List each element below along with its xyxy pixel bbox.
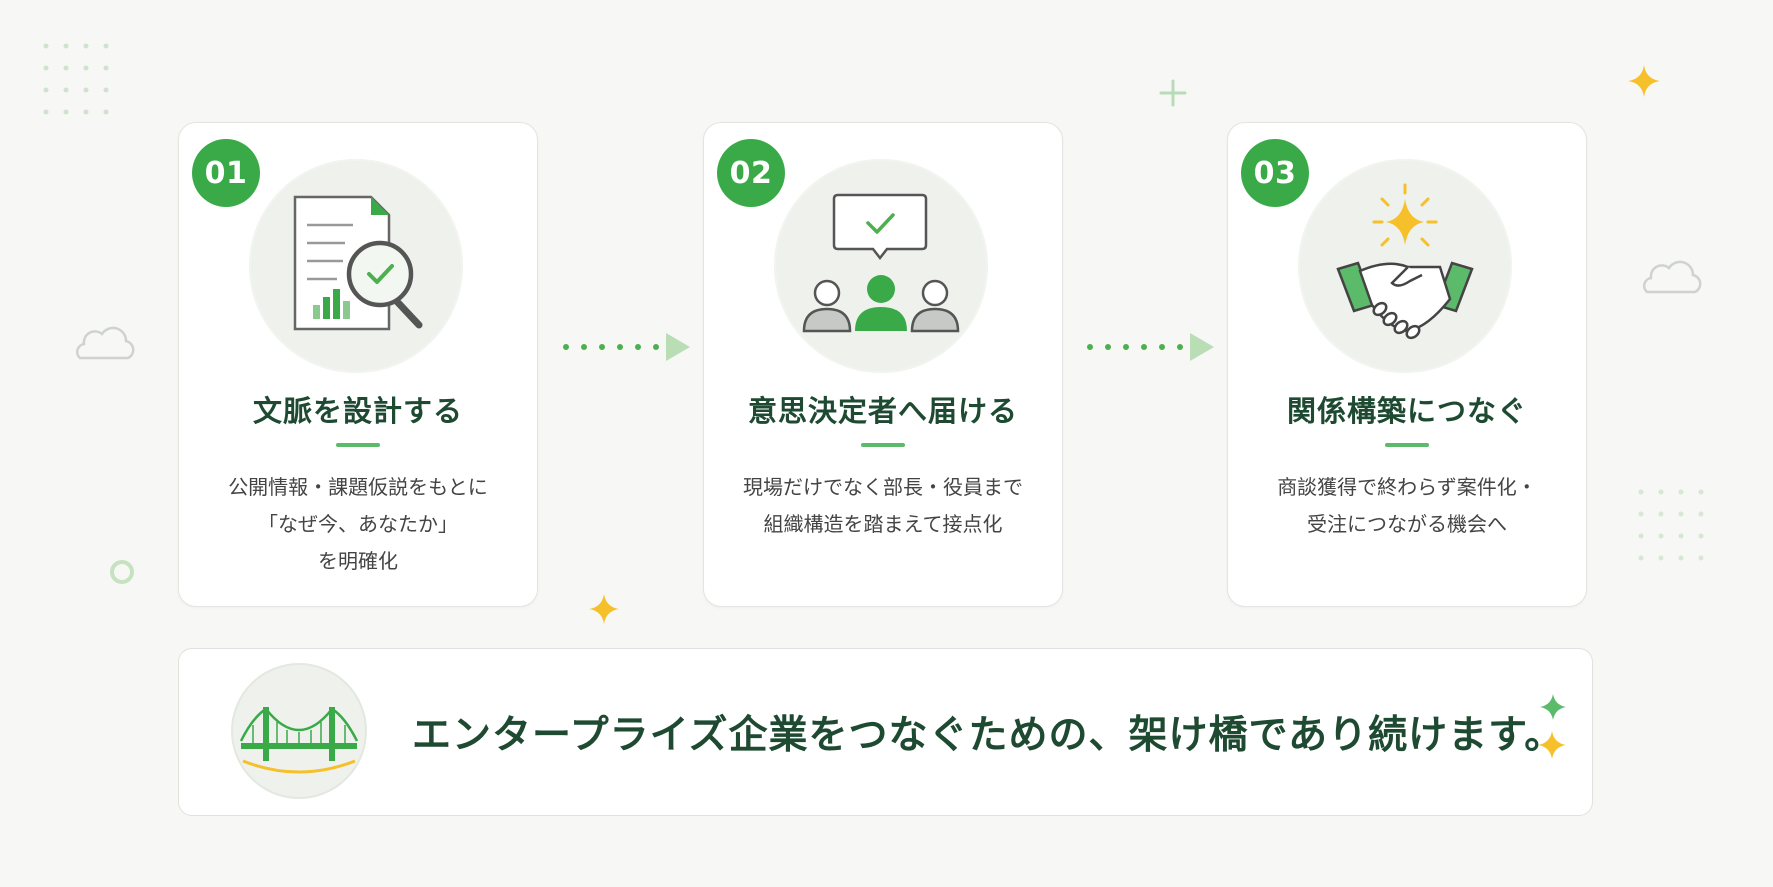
description-line: 現場だけでなく部長・役員まで <box>743 475 1023 499</box>
plus-icon <box>1159 79 1187 107</box>
step-description: 商談獲得で終わらず案件化・ 受注につながる機会へ <box>1228 469 1586 543</box>
dot-grid-top-left <box>43 43 109 115</box>
title-divider <box>336 443 380 447</box>
title-divider <box>861 443 905 447</box>
step-number-badge: 01 <box>192 139 260 207</box>
document-magnifier-icon <box>249 159 463 373</box>
sparkle-icon <box>1538 731 1566 759</box>
title-divider <box>1385 443 1429 447</box>
sparkle-icon <box>1628 65 1660 97</box>
sparkle-icon <box>589 594 619 624</box>
dot-grid-bottom-right <box>1638 489 1704 561</box>
banner-message: エンタープライズ企業をつなぐための、架け橋であり続けます。 <box>412 713 1565 758</box>
description-line: 組織構造を踏まえて接点化 <box>763 512 1003 536</box>
decision-makers-icon <box>774 159 988 373</box>
description-line: 公開情報・課題仮説をもとに <box>228 475 488 499</box>
flow-arrow <box>1087 333 1214 361</box>
cloud-icon <box>75 326 135 360</box>
description-line: 受注につながる機会へ <box>1307 512 1507 536</box>
step-title: 文脈を設計する <box>252 394 463 428</box>
step-card-3: 03 関係構築につなぐ <box>1227 122 1587 607</box>
flow-arrow <box>563 333 690 361</box>
mission-banner: エンタープライズ企業をつなぐための、架け橋であり続けます。 <box>178 648 1593 816</box>
step-card-2: 02 意思決定者へ届ける 現場だけでなく部長・役員まで 組織構造を踏まえて接点化 <box>703 122 1063 607</box>
step-title: 意思決定者へ届ける <box>747 394 1018 428</box>
sparkle-icon <box>1540 694 1566 720</box>
step-description: 公開情報・課題仮説をもとに 「なぜ今、あなたか」 を明確化 <box>179 469 537 580</box>
bridge-icon <box>231 663 367 799</box>
description-line: 商談獲得で終わらず案件化・ <box>1277 475 1537 499</box>
handshake-icon <box>1298 159 1512 373</box>
step-number-badge: 02 <box>717 139 785 207</box>
step-number-badge: 03 <box>1241 139 1309 207</box>
step-title: 関係構築につなぐ <box>1286 394 1527 428</box>
step-card-1: 01 文脈を設計する 公開情報・課題仮説をもとに 「なぜ今、あなたか」 を明確化 <box>178 122 538 607</box>
ring-icon <box>110 560 134 584</box>
description-line: 「なぜ今、あなたか」 <box>258 512 458 536</box>
description-line: を明確化 <box>318 549 398 573</box>
step-description: 現場だけでなく部長・役員まで 組織構造を踏まえて接点化 <box>704 469 1062 543</box>
cloud-icon <box>1642 260 1702 294</box>
